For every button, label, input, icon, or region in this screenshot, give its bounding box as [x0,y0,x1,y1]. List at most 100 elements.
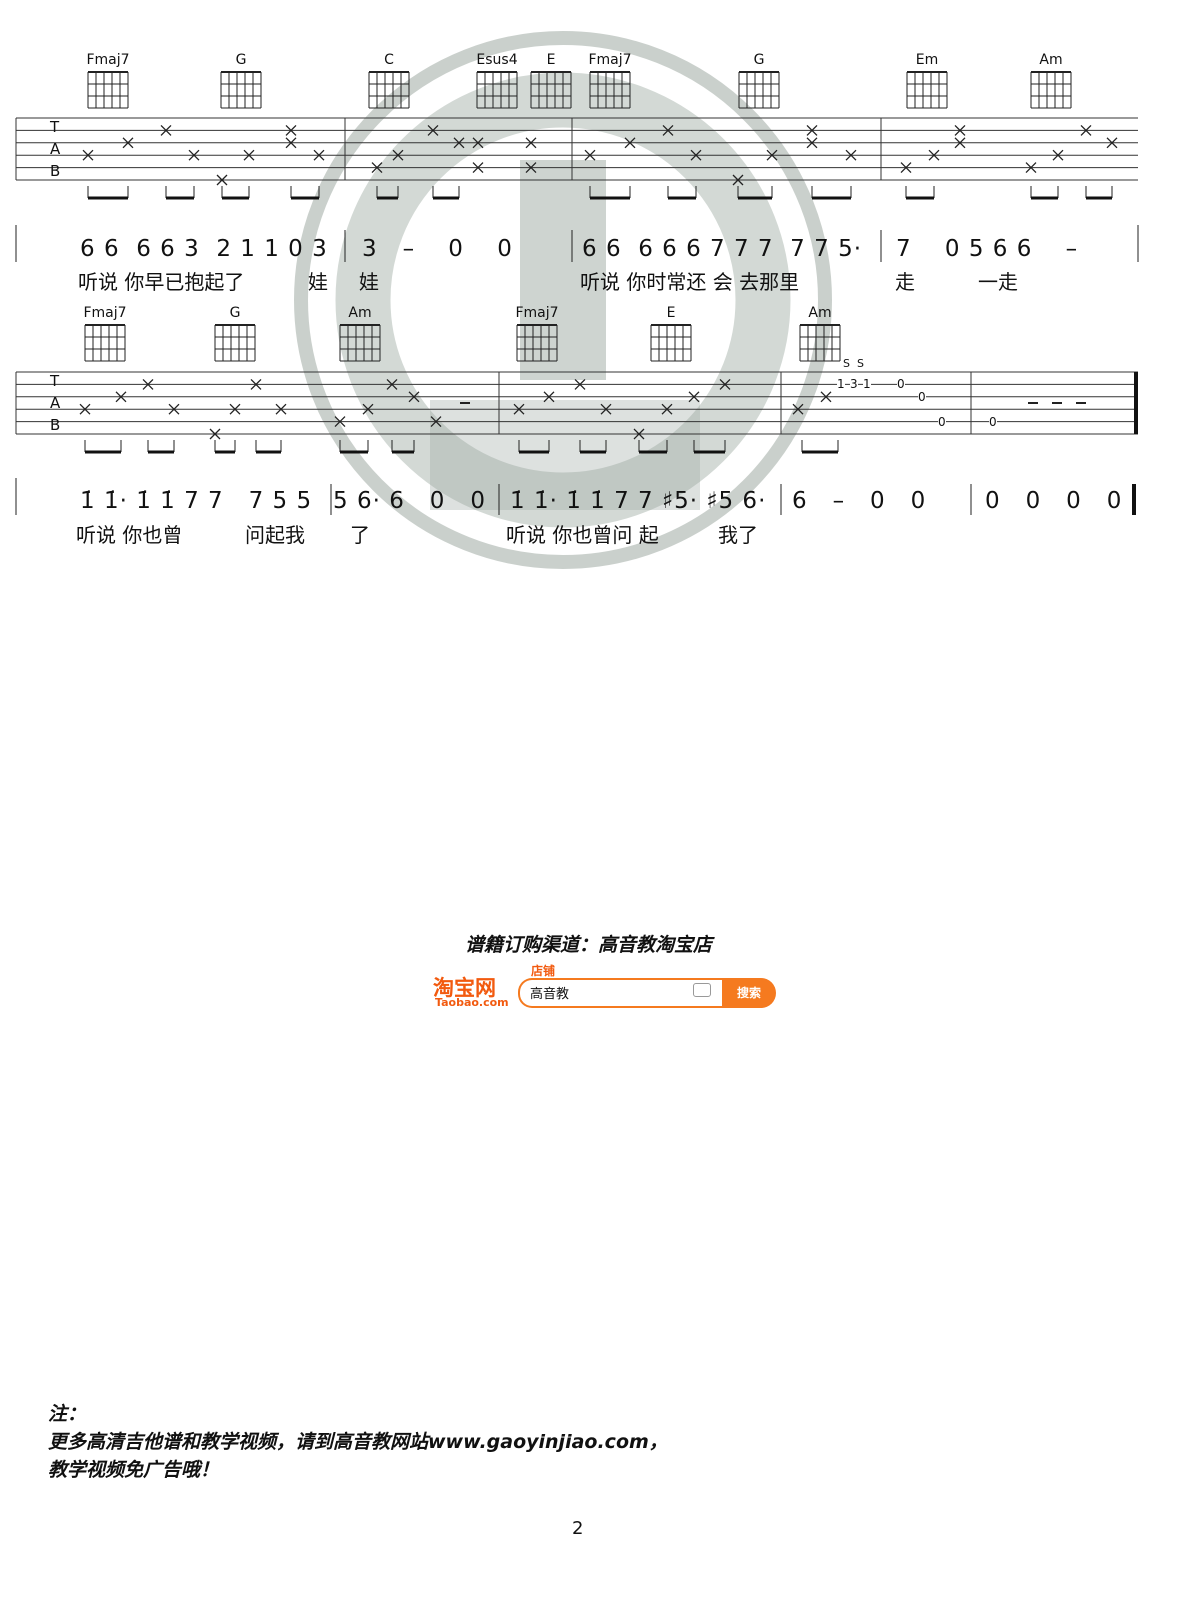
shop-label: 店铺 [531,964,556,978]
chord-name: Fmaj7 [86,52,130,68]
strum-x [719,378,731,390]
strum-x [216,174,228,186]
jianpu-measure: 1̇ 1̇· 1̇ 1̇ 7 7 7 5 5 [80,488,313,514]
strum-x [250,378,262,390]
strum-x [624,137,636,149]
chord-name: G [229,305,241,321]
chord-name: E [666,305,676,321]
fret-number: 1 [863,377,871,391]
camera-icon[interactable] [693,983,711,997]
strum-x [386,378,398,390]
footnote-label: 注： [48,1403,87,1425]
tab-staff [15,71,1139,515]
search-input[interactable] [518,978,724,1008]
chord-name: E [546,52,556,68]
lyric: 娃 [359,270,379,294]
strum-x [472,137,484,149]
chord-name: G [753,52,765,68]
watermark-ring [294,31,832,569]
tab-letter: A [50,394,61,412]
tab-letter: T [50,118,60,136]
footnote-line: 更多高清吉他谱和教学视频，请到高音教网站www.gaoyinjiao.com， [48,1431,668,1453]
final-barline [1134,372,1138,434]
chord-name: Fmaj7 [515,305,559,321]
strum-x [732,174,744,186]
jianpu-measure: 7 0 5 6 6 – [896,236,1079,262]
chord-name: Am [808,305,832,321]
lyric: 娃 [308,270,328,294]
lyric: 听说 你早已抱起了 [78,270,245,294]
strum-x [229,403,241,415]
tab-letter: B [50,162,61,180]
chord-name: Fmaj7 [83,305,127,321]
lyric: 问起我 [245,523,305,547]
strum-x [82,149,94,161]
strum-x [285,137,297,149]
strum-x [188,149,200,161]
jianpu-measure: 1̇ 1̇· 1̇ 1̇ 7 7 ♯5· ♯5 6· [510,488,767,514]
page-number: 2 [572,1518,584,1539]
footnote-line: 教学视频免广告哦！ [48,1459,220,1481]
strum-x [408,391,420,403]
fret-number: 1 [837,377,845,391]
strum-x [525,137,537,149]
fret-number: 0 [938,415,946,429]
slide-mark: S [857,357,864,370]
fret-number: 3 [850,377,858,391]
strum-x [806,124,818,136]
jianpu-measure: 6 6 6 6 3 2 1 1 0 3 [80,236,328,262]
jianpu-measure: 5 6· 6 0 0 [333,488,486,514]
jianpu-final-barline [1132,484,1136,515]
strum-x [371,162,383,174]
strum-x [688,391,700,403]
chord-name: G [235,52,247,68]
chord-name: Am [348,305,372,321]
strum-x [574,378,586,390]
slide-mark: S [843,357,850,370]
purchase-heading: 谱籍订购渠道：高音教淘宝店 [465,934,713,956]
strum-x [1106,137,1118,149]
strum-x [275,403,287,415]
lyric: 听说 你也曾问 起 [506,523,659,547]
strum-x [430,416,442,428]
strum-x [792,403,804,415]
tab-letter: B [50,416,61,434]
strum-x [115,391,127,403]
lyric: 听说 你也曾 [76,523,183,547]
strum-x [525,162,537,174]
strum-x [820,391,832,403]
strum-x [79,403,91,415]
chord-name: C [384,52,394,68]
jianpu-measure: 0 0 0 0 [985,488,1123,514]
lyric: 我了 [718,523,758,547]
strum-x [845,149,857,161]
strum-x [168,403,180,415]
strum-x [690,149,702,161]
strum-x [954,124,966,136]
lyric: 走 [895,270,915,294]
lyric: 听说 你时常还 会 去那里 [580,270,800,294]
strum-x [453,137,465,149]
taobao-domain: Taobao.com [435,996,509,1009]
lyric: 一走 [978,270,1018,294]
strum-x [142,378,154,390]
strum-x [362,403,374,415]
strum-x [633,428,645,440]
chord-name: Fmaj7 [588,52,632,68]
tab-letter: A [50,140,61,158]
search-value[interactable]: 高音教 [530,987,570,1002]
strum-x [513,403,525,415]
strum-x [900,162,912,174]
fret-number: 0 [918,390,926,404]
strum-x [928,149,940,161]
strum-x [122,137,134,149]
lyric: 了 [350,523,370,547]
strum-x [1080,124,1092,136]
tab-letter: T [50,372,60,390]
strum-x [160,124,172,136]
search-button[interactable]: 搜索 [722,978,776,1008]
strum-x [243,149,255,161]
strum-x [392,149,404,161]
jianpu-measure: 3 – 0 0 [362,236,513,262]
strum-x [1052,149,1064,161]
